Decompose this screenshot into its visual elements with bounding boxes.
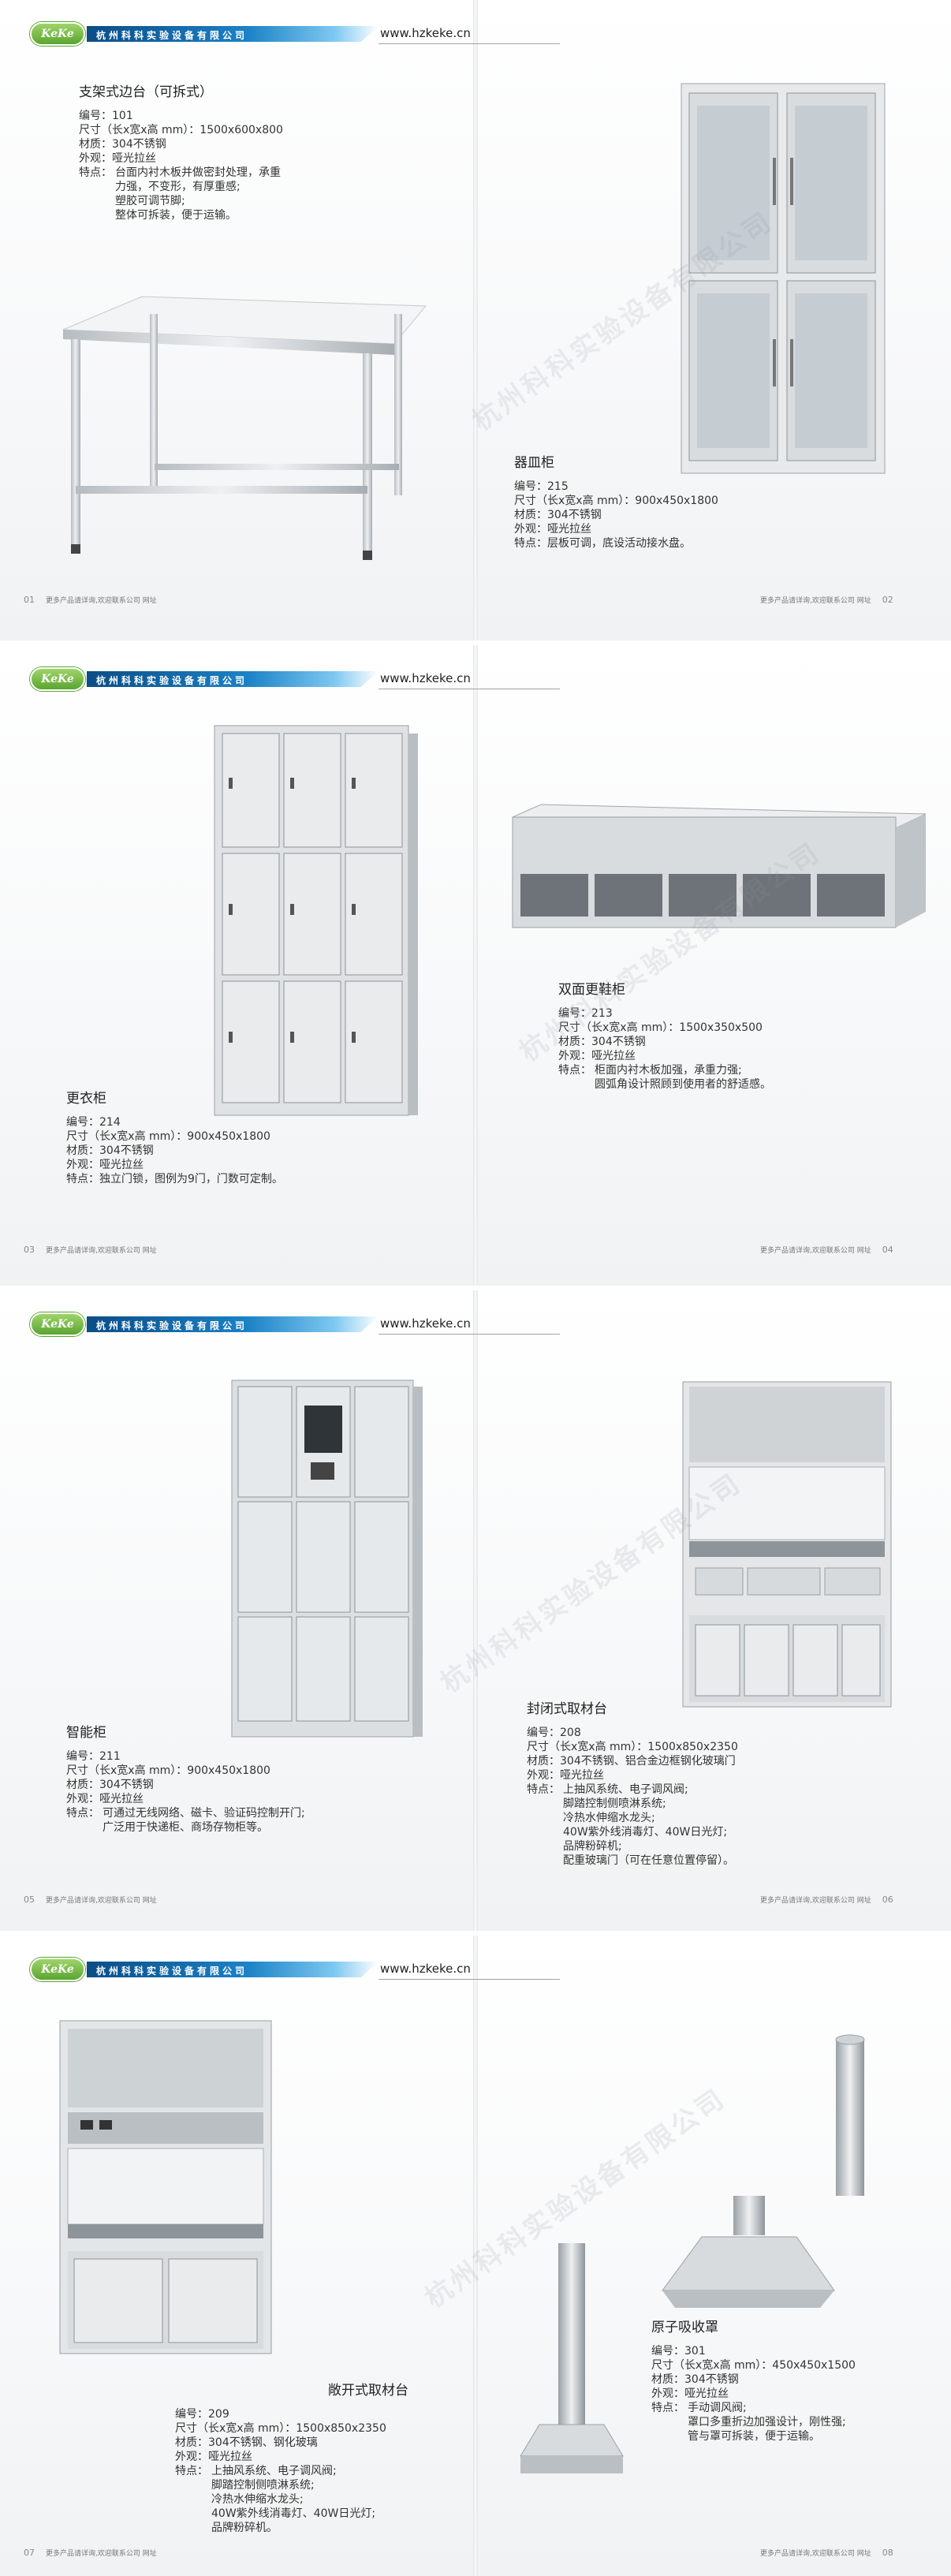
header-divider [379,1979,560,1980]
company-name: 杭州科科实验设备有限公司 [96,30,248,41]
company-name: 杭州科科实验设备有限公司 [96,675,248,686]
product-spec-301: 原子吸收罩 编号：301 尺寸（长x宽x高 mm）：450x450x1500 材… [651,2320,935,2443]
header-divider [379,1334,560,1335]
header-banner [87,1962,379,1977]
spread-2: KeKe 杭州科科实验设备有限公司 www.hzkeke.cn 更衣柜 编号：2… [0,645,951,1286]
page-gutter [473,1936,478,2576]
product-image-shoe-bench [512,804,927,928]
spread-4: KeKe 杭州科科实验设备有限公司 www.hzkeke.cn 敞开式取材台 编… [0,1936,951,2576]
page-header: KeKe 杭州科科实验设备有限公司 www.hzkeke.cn [24,1309,560,1339]
product-spec-214: 更衣柜 编号：214 尺寸（长x宽x高 mm）：900x450x1800 材质：… [66,1092,397,1186]
keke-logo: KeKe [30,667,85,691]
page-header: KeKe 杭州科科实验设备有限公司 www.hzkeke.cn [24,19,560,49]
product-title: 敞开式取材台 [328,2383,408,2399]
page-gutter [473,0,478,640]
website-link[interactable]: www.hzkeke.cn [380,671,471,685]
product-title: 封闭式取材台 [527,1701,607,1717]
product-spec-215: 器皿柜 编号：215 尺寸（长x宽x高 mm）：900x450x1800 材质：… [514,456,845,551]
product-image-locker [214,725,418,1116]
header-banner [87,671,379,687]
spread-1: KeKe 杭州科科实验设备有限公司 www.hzkeke.cn 支架式边台（可拆… [0,0,951,640]
website-link[interactable]: www.hzkeke.cn [380,1962,471,1976]
product-title: 器皿柜 [514,455,554,471]
company-name: 杭州科科实验设备有限公司 [96,1320,248,1331]
header-banner [87,26,379,42]
keke-logo: KeKe [30,22,85,46]
product-image-open-grossing-station [59,2020,272,2354]
spread-3: KeKe 杭州科科实验设备有限公司 www.hzkeke.cn 智能柜 编号：2… [0,1290,951,1931]
product-title: 更衣柜 [66,1091,106,1107]
page-gutter [473,1290,478,1931]
product-image-smart-cabinet [231,1379,423,1738]
header-banner [87,1316,379,1332]
page-header: KeKe 杭州科科实验设备有限公司 www.hzkeke.cn [24,664,560,694]
keke-logo: KeKe [30,1958,85,1981]
product-spec-208: 封闭式取材台 编号：208 尺寸（长x宽x高 mm）：1500x850x2350… [527,1702,905,1868]
company-name: 杭州科科实验设备有限公司 [96,1966,248,1977]
website-link[interactable]: www.hzkeke.cn [380,1316,471,1331]
product-spec-213: 双面更鞋柜 编号：213 尺寸（长x宽x高 mm）：1500x350x500 材… [558,983,921,1092]
product-image-enclosed-grossing-station [682,1381,892,1708]
keke-logo: KeKe [30,1312,85,1336]
page-header: KeKe 杭州科科实验设备有限公司 www.hzkeke.cn [24,1954,560,1984]
product-image-fume-hood-duct [520,2034,865,2473]
product-spec-101: 支架式边台（可拆式） 编号：101 尺寸（长x宽x高 mm）：1500x600x… [79,85,410,222]
product-title: 智能柜 [66,1725,106,1741]
product-title: 支架式边台（可拆式） [79,84,213,100]
page-gutter [473,645,478,1286]
header-divider [379,43,560,44]
product-title: 双面更鞋柜 [558,982,625,998]
product-image-support-bench [62,296,427,560]
website-link[interactable]: www.hzkeke.cn [380,26,471,40]
product-spec-209: 敞开式取材台 编号：209 尺寸（长x宽x高 mm）：1500x850x2350… [175,2384,475,2535]
product-spec-211: 智能柜 编号：211 尺寸（长x宽x高 mm）：900x450x1800 材质：… [66,1726,413,1835]
product-image-glassware-cabinet [681,83,886,474]
product-title: 原子吸收罩 [651,2320,718,2335]
